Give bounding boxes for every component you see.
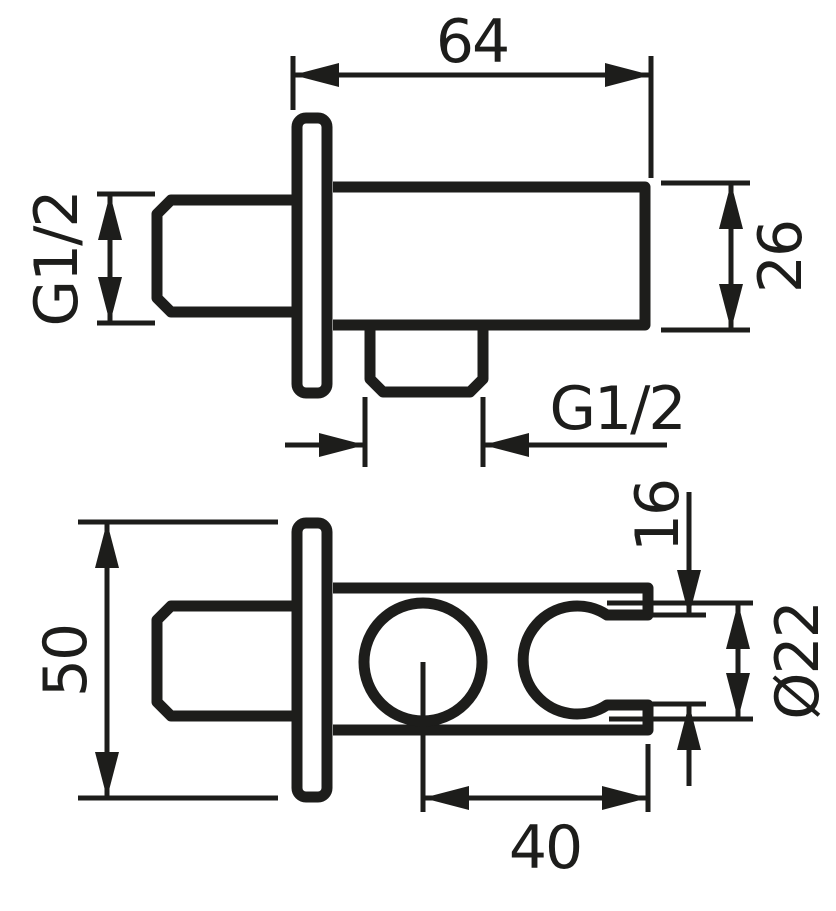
dim-label-body-length: 64 (436, 7, 508, 77)
dim-40-arrow-left (423, 786, 469, 810)
side-view-inlet-nipple (151, 194, 300, 318)
dim-label-plate-width: 50 (31, 625, 101, 697)
bottom-view-wall-plate (291, 517, 333, 803)
dim-50-arrow-down (95, 752, 119, 798)
dim-50-arrow-up (95, 522, 119, 568)
bottom-view-dimensions: 50 16 Ø22 40 (31, 480, 833, 883)
dim-22-arrow-up (726, 603, 750, 649)
dim-22-arrow-down (726, 673, 750, 719)
dim-inlet-arrow-down (98, 277, 122, 323)
bottom-view-inlet-nipple (151, 600, 300, 722)
dim-26-arrow-down (719, 284, 743, 330)
dim-inlet-arrow-up (98, 194, 122, 240)
side-view-outlet-stub (364, 326, 489, 398)
bottom-view-outlines (151, 517, 654, 803)
dim-label-holder-diameter: Ø22 (763, 602, 833, 720)
dim-26-arrow-up (719, 183, 743, 229)
dim-40-arrow-right (602, 786, 648, 810)
dim-label-pivot-to-end: 40 (509, 813, 581, 883)
dim-16-arrow-up (677, 704, 701, 750)
dim-outlet-arrow-left (483, 433, 529, 457)
dim-outlet-arrow-right (319, 433, 365, 457)
dim-label-body-height: 26 (746, 221, 816, 293)
dim-64-arrow-left (293, 63, 339, 87)
side-view-outlines (151, 112, 651, 399)
dim-label-fork-opening: 16 (623, 480, 693, 552)
side-view-wall-plate (291, 112, 333, 399)
dim-label-inlet-thread: G1/2 (22, 191, 92, 326)
dim-16-arrow-down (677, 570, 701, 616)
dim-label-outlet-thread: G1/2 (549, 374, 684, 444)
dim-64-arrow-right (605, 63, 651, 87)
side-view-dimensions: 64 G1/2 26 G1/2 (22, 7, 816, 467)
side-view-body (333, 181, 651, 331)
